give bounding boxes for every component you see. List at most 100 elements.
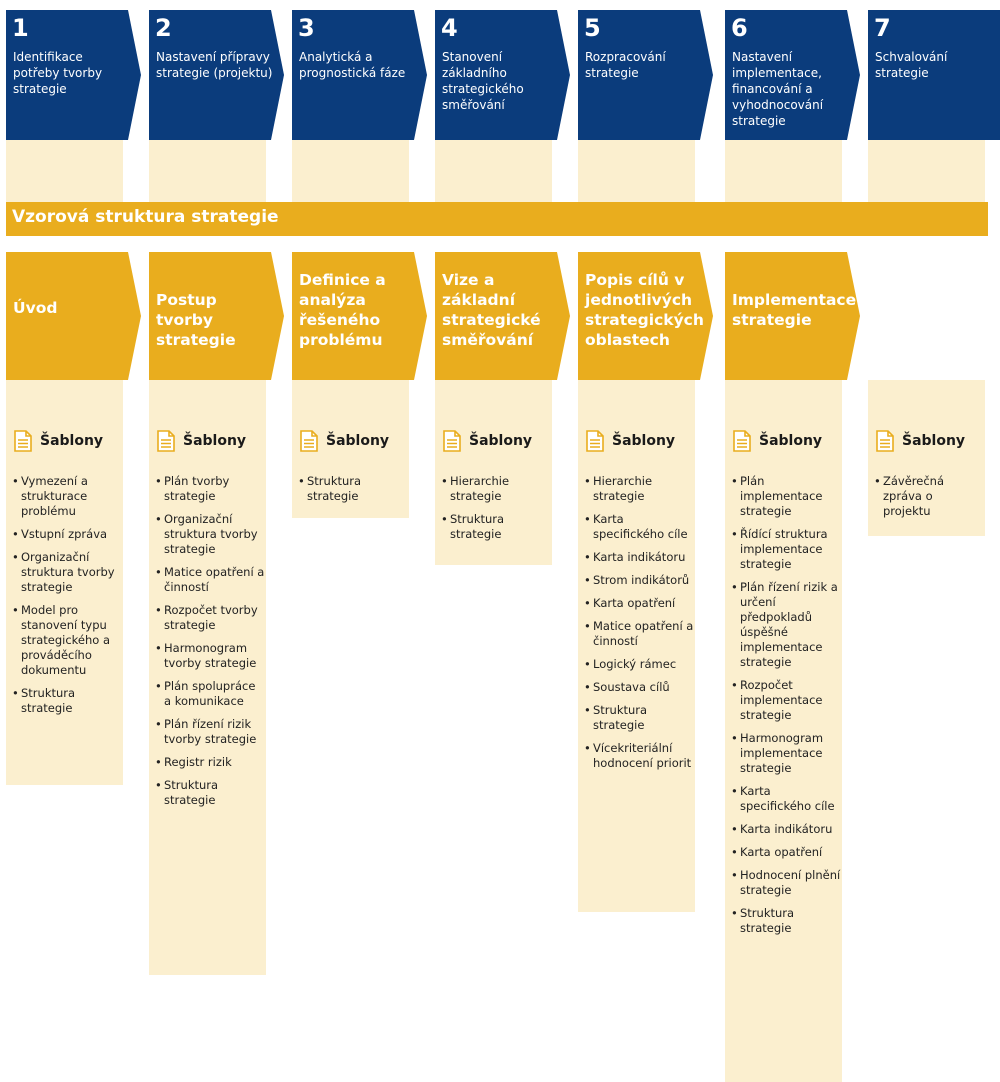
- step-number: 2: [155, 14, 172, 42]
- section-arrow-4: Vize a základní strategické směřování: [435, 252, 570, 380]
- templates-title: Šablony: [902, 433, 966, 449]
- step-label: Nastavení implementace, financování a vy…: [732, 50, 824, 128]
- template-item: Vymezení a strukturace problému: [12, 474, 122, 519]
- template-item: Karta indikátoru: [584, 550, 694, 565]
- model-structure-banner: Vzorová struktura strategie: [6, 202, 988, 236]
- step-label: Stanovení základního strategického směřo…: [442, 50, 524, 112]
- template-item: Harmonogram implementace strategie: [731, 731, 841, 776]
- template-item: Plán spolupráce a komunikace: [155, 679, 265, 709]
- template-list: Struktura strategie: [298, 474, 408, 512]
- template-item: Matice opatření a činností: [584, 619, 694, 649]
- column-6: 6 Nastavení implementace, financování a …: [725, 0, 865, 1082]
- template-list: Hierarchie strategie Karta specifického …: [584, 474, 694, 779]
- step-arrow-7: 7 Schvalování strategie: [868, 10, 1000, 140]
- template-item: Organizační struktura tvorby strategie: [155, 512, 265, 557]
- templates-header: Šablony: [586, 430, 675, 452]
- step-number: 6: [731, 14, 748, 42]
- template-item: Struktura strategie: [584, 703, 694, 733]
- section-label: Implementace strategie: [732, 291, 857, 329]
- templates-header: Šablony: [733, 430, 822, 452]
- template-item: Struktura strategie: [155, 778, 265, 808]
- template-item: Hierarchie strategie: [441, 474, 551, 504]
- template-item: Registr rizik: [155, 755, 265, 770]
- templates-title: Šablony: [183, 433, 247, 449]
- section-arrow-1: Úvod: [6, 252, 141, 380]
- step-label: Analytická a prognostická fáze: [299, 50, 406, 80]
- template-item: Plán implementace strategie: [731, 474, 841, 519]
- templates-header: Šablony: [157, 430, 246, 452]
- section-arrow-6: Implementace strategie: [725, 252, 860, 380]
- column-band: [578, 140, 695, 202]
- templates-title: Šablony: [469, 433, 533, 449]
- template-item: Organizační struktura tvorby strategie: [12, 550, 122, 595]
- column-band: [868, 140, 985, 202]
- template-item: Harmonogram tvorby strategie: [155, 641, 265, 671]
- document-icon: [157, 430, 175, 452]
- document-icon: [14, 430, 32, 452]
- template-list: Plán tvorby strategie Organizační strukt…: [155, 474, 265, 816]
- template-item: Rozpočet implementace strategie: [731, 678, 841, 723]
- templates-title: Šablony: [759, 433, 823, 449]
- column-band: [292, 140, 409, 202]
- step-label: Identifikace potřeby tvorby strategie: [13, 50, 103, 96]
- section-label: Postup tvorby strategie: [156, 291, 236, 349]
- templates-header: Šablony: [443, 430, 532, 452]
- template-item: Soustava cílů: [584, 680, 694, 695]
- template-item: Hierarchie strategie: [584, 474, 694, 504]
- column-7: 7 Schvalování strategie Šablony Závěrečn…: [868, 0, 1000, 1082]
- template-item: Matice opatření a činností: [155, 565, 265, 595]
- templates-header: Šablony: [300, 430, 389, 452]
- template-item: Model pro stanovení typu strategického a…: [12, 603, 122, 678]
- template-item: Řídící struktura implementace strategie: [731, 527, 841, 572]
- section-arrow-3: Definice a analýza řešeného problému: [292, 252, 427, 380]
- template-item: Strom indikátorů: [584, 573, 694, 588]
- document-icon: [586, 430, 604, 452]
- section-label: Definice a analýza řešeného problému: [299, 271, 386, 349]
- template-list: Vymezení a strukturace problému Vstupní …: [12, 474, 122, 724]
- template-item: Karta specifického cíle: [731, 784, 841, 814]
- document-icon: [300, 430, 318, 452]
- step-arrow-5: 5 Rozpracování strategie: [578, 10, 713, 140]
- section-label: Úvod: [13, 299, 58, 317]
- section-label: Vize a základní strategické směřování: [442, 271, 541, 349]
- template-list: Plán implementace strategie Řídící struk…: [731, 474, 841, 944]
- template-item: Plán tvorby strategie: [155, 474, 265, 504]
- template-item: Struktura strategie: [441, 512, 551, 542]
- template-item: Struktura strategie: [298, 474, 408, 504]
- template-item: Struktura strategie: [731, 906, 841, 936]
- column-band: [725, 140, 842, 202]
- step-number: 7: [874, 14, 891, 42]
- template-item: Logický rámec: [584, 657, 694, 672]
- step-arrow-4: 4 Stanovení základního strategického smě…: [435, 10, 570, 140]
- step-label: Schvalování strategie: [875, 50, 948, 80]
- template-item: Vstupní zpráva: [12, 527, 122, 542]
- templates-header: Šablony: [14, 430, 103, 452]
- document-icon: [733, 430, 751, 452]
- banner-title: Vzorová struktura strategie: [12, 207, 279, 227]
- template-item: Struktura strategie: [12, 686, 122, 716]
- column-band: [149, 140, 266, 202]
- step-number: 1: [12, 14, 29, 42]
- template-item: Hodnocení plnění strategie: [731, 868, 841, 898]
- step-arrow-2: 2 Nastavení přípravy strategie (projektu…: [149, 10, 284, 140]
- template-list: Závěrečná zpráva o projektu: [874, 474, 974, 527]
- step-number: 3: [298, 14, 315, 42]
- templates-title: Šablony: [326, 433, 390, 449]
- template-item: Karta opatření: [584, 596, 694, 611]
- template-item: Karta indikátoru: [731, 822, 841, 837]
- section-label: Popis cílů v jednotlivých strategických …: [585, 271, 704, 349]
- column-1: 1 Identifikace potřeby tvorby strategie …: [6, 0, 146, 1082]
- column-5: 5 Rozpracování strategie Popis cílů v je…: [578, 0, 718, 1082]
- column-3: 3 Analytická a prognostická fáze Definic…: [292, 0, 432, 1082]
- template-item: Závěrečná zpráva o projektu: [874, 474, 974, 519]
- template-item: Karta opatření: [731, 845, 841, 860]
- column-2: 2 Nastavení přípravy strategie (projektu…: [149, 0, 289, 1082]
- step-arrow-6: 6 Nastavení implementace, financování a …: [725, 10, 860, 140]
- step-label: Rozpracování strategie: [585, 50, 666, 80]
- template-item: Karta specifického cíle: [584, 512, 694, 542]
- step-label: Nastavení přípravy strategie (projektu): [156, 50, 273, 80]
- step-arrow-1: 1 Identifikace potřeby tvorby strategie: [6, 10, 141, 140]
- document-icon: [443, 430, 461, 452]
- step-number: 4: [441, 14, 458, 42]
- column-band: [6, 140, 123, 202]
